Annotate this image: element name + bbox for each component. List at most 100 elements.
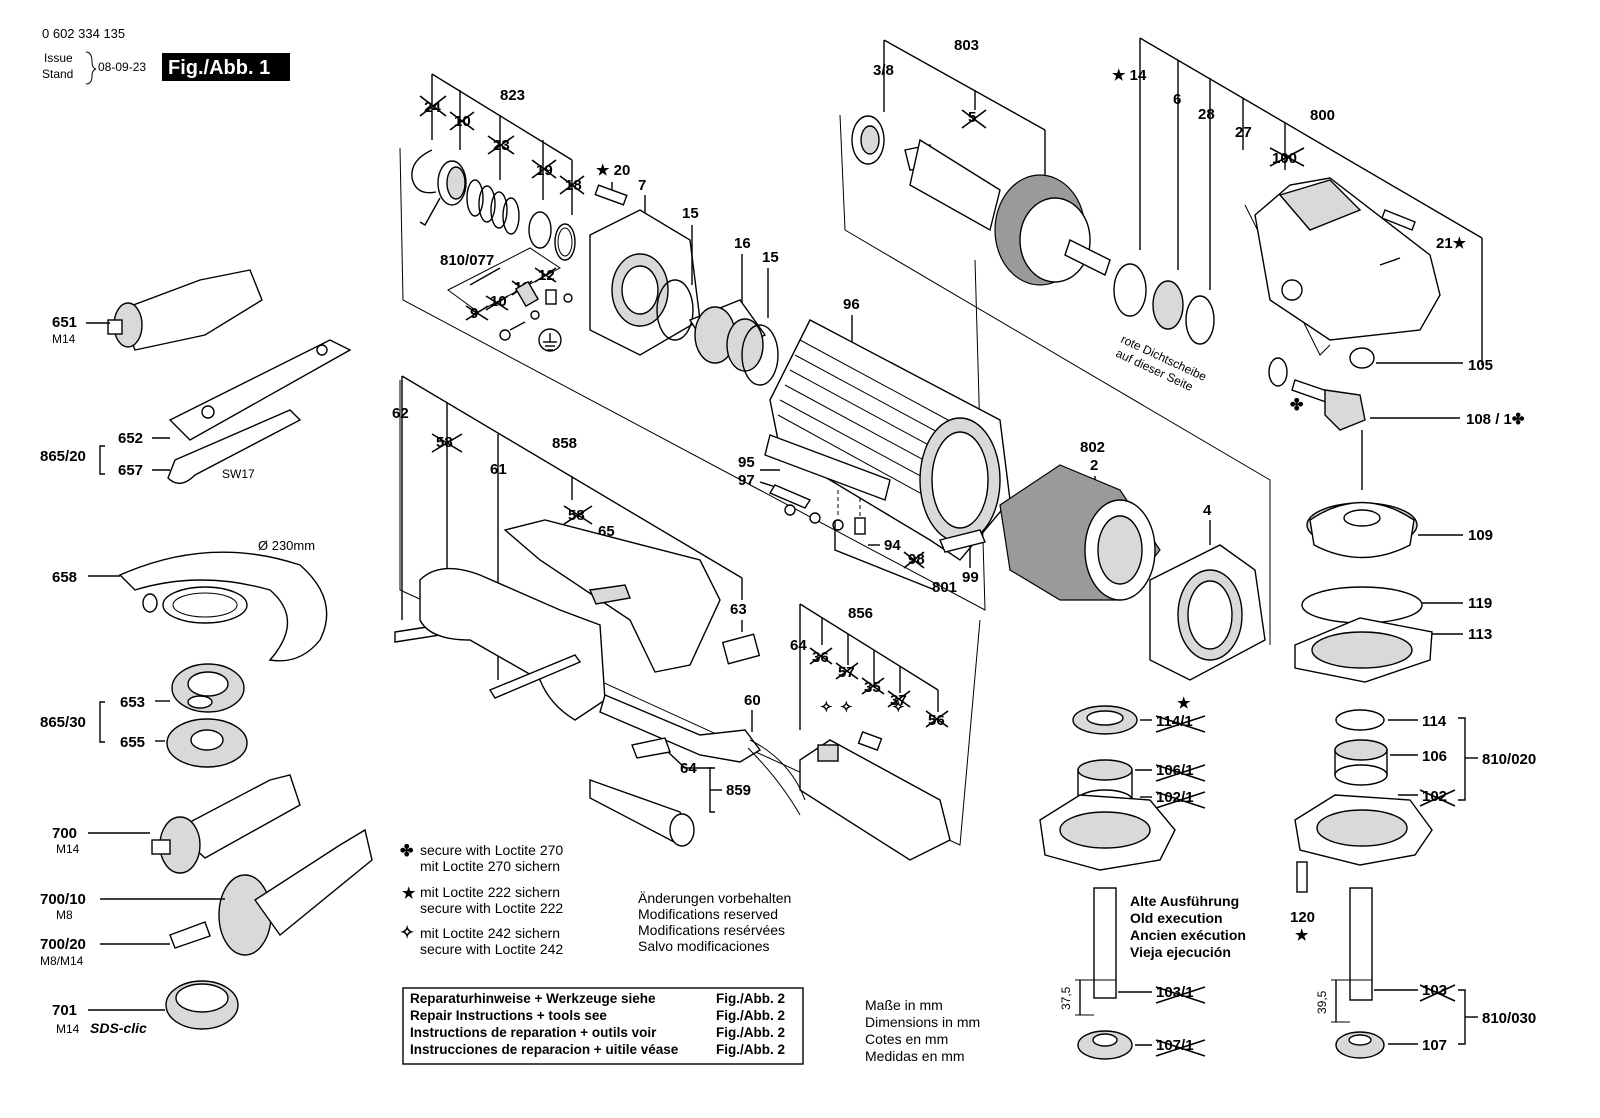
repair-row-2-text: Repair Instructions + tools see (410, 1008, 607, 1023)
issue-label: Issue (44, 51, 73, 65)
repair-instructions-table: Reparaturhinweise + Werkzeuge siehe Fig.… (402, 987, 804, 1065)
label-94: 94 (884, 537, 901, 554)
label-m14b: M14 (56, 842, 80, 856)
label-113: 113 (1468, 626, 1492, 643)
label-sw17: SW17 (222, 467, 255, 481)
label-20: ★ 20 (596, 162, 630, 179)
svg-text:✤: ✤ (1290, 397, 1304, 414)
dimensions-note: Maße in mm Dimensions in mm Cotes en mm … (865, 997, 980, 1064)
part-group-658-guard: Ø 230mm 658 (52, 538, 328, 662)
label-858: 858 (552, 435, 577, 452)
label-97: 97 (738, 472, 755, 489)
label-64b: 64 (680, 760, 697, 777)
label-m14a: M14 (52, 332, 76, 346)
label-15a: 15 (682, 205, 699, 222)
repair-row-2-ref: Fig./Abb. 2 (716, 1008, 785, 1023)
label-801: 801 (932, 579, 957, 596)
old-execution-es: Vieja ejecución (1130, 944, 1231, 960)
part-group-803-armature: 803 3/8 5 (851, 37, 1111, 286)
label-2: 2 (1090, 457, 1098, 474)
label-700-10: 700/10 (40, 891, 86, 908)
part-group-800-housing: ★ 14 6 28 27 800 100 rote Dichtscheibe a… (1112, 37, 1525, 431)
label-653: 653 (120, 694, 145, 711)
part-group-858-handle: 62 58 61 858 58 65 63 (392, 375, 761, 721)
dimensions-de: Maße in mm (865, 997, 943, 1013)
dim-39-5: 39,5 (1315, 990, 1329, 1014)
label-6: 6 (1173, 91, 1181, 108)
label-106: 106 (1422, 748, 1447, 765)
svg-text:★: ★ (1295, 927, 1309, 944)
svg-text:★: ★ (402, 885, 416, 902)
label-60: 60 (744, 692, 761, 709)
part-group-865-30: 865/30 653 655 (40, 663, 248, 768)
label-108-1: 108 / 1✤ (1466, 411, 1525, 428)
legend-222-en: secure with Loctite 222 (420, 900, 563, 916)
part-group-current-execution: 114 106 102 810/020 120 ★ 39,5 103 107 8… (1290, 709, 1536, 1059)
label-802: 802 (1080, 439, 1105, 456)
label-61: 61 (490, 461, 507, 478)
date: 08-09-23 (98, 60, 146, 74)
dim-37-5: 37,5 (1059, 986, 1073, 1010)
label-105: 105 (1468, 357, 1493, 374)
label-120: 120 (1290, 909, 1315, 926)
repair-row-3-text: Instructions de reparation + outils voir (410, 1025, 657, 1040)
label-7: 7 (638, 177, 646, 194)
label-64a: 64 (790, 637, 807, 654)
svg-text:✤: ✤ (400, 843, 414, 860)
label-700: 700 (52, 825, 77, 842)
part-group-flange: ★ 20 7 15 16 15 (589, 162, 779, 386)
label-9: 9 (470, 305, 478, 322)
part-group-old-execution: 114/1 106/1 102/1 37,5 103/1 107/1 Alte … (1039, 705, 1246, 1060)
label-800: 800 (1310, 107, 1335, 124)
label-99: 99 (962, 569, 979, 586)
label-27: 27 (1235, 124, 1252, 141)
label-62: 62 (392, 405, 409, 422)
part-group-802-field: 802 2 4 ★ (999, 439, 1266, 712)
repair-row-1-text: Reparaturhinweise + Werkzeuge siehe (410, 991, 656, 1006)
label-15b: 15 (762, 249, 779, 266)
label-3-8: 3/8 (873, 62, 894, 79)
part-group-bevel-gear: 109 119 113 (1294, 430, 1493, 683)
label-859: 859 (726, 782, 751, 799)
label-63: 63 (730, 601, 747, 618)
label-119: 119 (1468, 595, 1492, 612)
label-655: 655 (120, 734, 145, 751)
figure-label: Fig./Abb. 1 (168, 57, 270, 79)
label-109: 109 (1468, 527, 1493, 544)
label-m8-m14: M8/M14 (40, 954, 84, 968)
label-652: 652 (118, 430, 143, 447)
modifications-fr: Modifications resérvées (638, 922, 785, 938)
part-group-700-handles: 700 M14 700/10 M8 700/20 M8/M14 701 M14 … (40, 774, 373, 1036)
svg-text:✧: ✧ (400, 923, 414, 942)
svg-text:✧: ✧ (892, 699, 905, 716)
svg-text:★: ★ (1177, 695, 1191, 712)
label-810-077: 810/077 (440, 252, 494, 269)
legend-242-en: secure with Loctite 242 (420, 941, 563, 957)
sds-clic-logo: SDS-clic (90, 1020, 147, 1036)
label-700-20: 700/20 (40, 936, 86, 953)
repair-row-4-text: Instrucciones de reparacion + uitile véa… (410, 1042, 679, 1057)
part-group-810-077: 810/077 12 11 10 9 (440, 247, 573, 352)
label-810-020: 810/020 (1482, 751, 1536, 768)
label-m14c: M14 (56, 1022, 80, 1036)
modifications-es: Salvo modificaciones (638, 938, 770, 954)
label-865-20: 865/20 (40, 448, 86, 465)
label-856: 856 (848, 605, 873, 622)
modifications-en: Modifications reserved (638, 906, 778, 922)
legend-222-de: mit Loctite 222 sichern (420, 884, 560, 900)
part-group-823: 823 24 10 23 19 18 (411, 73, 585, 261)
svg-text:✧: ✧ (840, 699, 853, 716)
part-group-handle-wrench: 651 M14 SW17 865/20 652 657 (40, 269, 352, 484)
modifications-note: Änderungen vorbehalten Modifications res… (638, 890, 791, 954)
dimensions-fr: Cotes en mm (865, 1031, 948, 1047)
part-group-856-switch: 856 64 36 57 35 37 56 ✧ ✧ ✧ 60 64 859 (589, 603, 951, 861)
figure-badge (162, 53, 290, 81)
label-810-030: 810/030 (1482, 1010, 1536, 1027)
svg-text:✧: ✧ (820, 699, 833, 716)
modifications-de: Änderungen vorbehalten (638, 890, 791, 906)
label-95: 95 (738, 454, 755, 471)
dimensions-en: Dimensions in mm (865, 1014, 980, 1030)
old-execution-en: Old execution (1130, 910, 1223, 926)
dimensions-es: Medidas en mm (865, 1048, 965, 1064)
